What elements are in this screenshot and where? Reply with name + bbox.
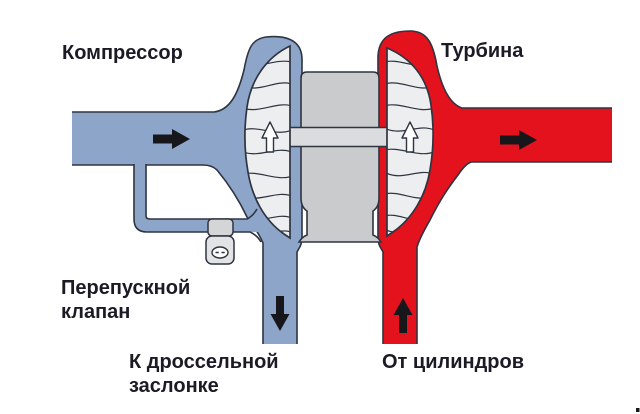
exhaust-out-flow-arrow-icon: [500, 130, 537, 150]
label-turbine: Турбина: [441, 40, 524, 62]
label-from-cylinders: От цилиндров: [382, 351, 525, 373]
corner-dot: [636, 408, 640, 412]
label-compressor: Компрессор: [62, 42, 183, 64]
rotor-shaft: [285, 126, 391, 148]
label-to-throttle: К дроссельной заслонке: [129, 351, 279, 397]
compressor-spin-arrow-icon: [261, 121, 279, 153]
from-cylinders-flow-arrow-icon: [393, 298, 413, 333]
bypass-valve: [205, 218, 235, 265]
intake-flow-arrow-icon: [153, 129, 190, 149]
turbine-spin-arrow-icon: [401, 121, 419, 153]
to-throttle-flow-arrow-icon: [270, 296, 290, 331]
bearing-housing: [297, 71, 383, 243]
bypass-pipe: [133, 161, 262, 243]
valve-screw-icon: [211, 246, 229, 259]
turbine-housing: [377, 30, 612, 344]
label-bypass-valve: Перепускной клапан: [61, 277, 191, 323]
valve-clamp: [207, 218, 234, 237]
